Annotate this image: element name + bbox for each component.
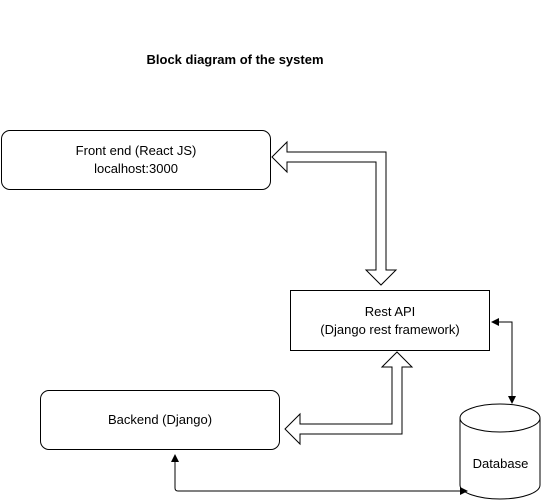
restapi-label: Rest API [364,303,416,319]
backend-node: Backend (Django) [40,390,280,450]
backend-connector-arrowhead [171,454,179,462]
database-connector-arrowhead [460,487,468,495]
database-label: Database [472,456,529,471]
backend-database-connector [174,462,462,492]
backend-restapi-double-arrow [284,351,414,446]
frontend-restapi-double-arrow [271,140,398,286]
database-cylinder [459,403,541,500]
diagram-title: Block diagram of the system [146,52,324,67]
frontend-address: localhost:3000 [94,161,178,176]
restapi-framework: (Django rest framework) [320,321,460,337]
restapi-connector-arrowhead [491,318,499,326]
restapi-node: Rest API (Django rest framework) [290,290,490,351]
frontend-node: Front end (React JS) localhost:3000 [1,130,271,190]
restapi-database-connector [498,321,516,404]
backend-label: Backend (Django) [107,412,213,427]
frontend-label: Front end (React JS) [75,143,197,158]
